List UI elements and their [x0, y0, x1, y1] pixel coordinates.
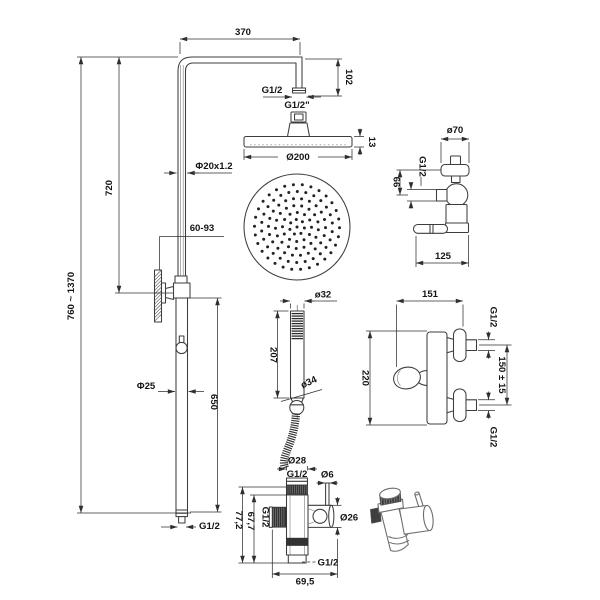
label-riser-pipe: Φ20x1.2 — [195, 161, 232, 172]
wall-section-hatch — [153, 269, 163, 323]
dim-diverter-top-diameter: Ø28 — [288, 456, 307, 467]
dim-diverter-side-diameter: Ø26 — [340, 513, 358, 524]
handshower-holder — [178, 335, 185, 344]
shower-mixer-side-view: 151 220 G1/2 150 ± 15 G1/2 — [360, 289, 512, 447]
dim-handshower-diameter: ø32 — [315, 290, 332, 301]
dim-handshower-length: 207 — [268, 347, 279, 363]
label-union-thread: G1/2 — [417, 156, 428, 177]
overhead-shower-side-view: G1/2" Ø200 13 — [243, 100, 377, 163]
label-diverter-top-thread: G1/2 — [287, 469, 308, 480]
mixer-handle — [393, 366, 421, 390]
label-arm-thread: G1/2 — [262, 85, 283, 96]
diverter-section-view: Ø28 G1/2 Ø6 Ø26 — [233, 456, 358, 588]
label-head-thread: G1/2" — [284, 100, 309, 111]
handshower-spray-face — [291, 312, 303, 340]
overhead-shower-face-view — [243, 173, 351, 281]
wall-union-side-view: ø70 G1/2 66 125 — [391, 125, 470, 267]
label-mixer-thread-top: G1/2 — [488, 307, 499, 328]
dim-total-height: 760 ~ 1370 — [66, 272, 77, 320]
dim-arm-drop: 102 — [343, 69, 354, 85]
spray-nozzle-dots — [253, 183, 341, 271]
label-bottom-thread: G1/2 — [199, 521, 220, 532]
diverter-3d-sketch — [370, 487, 434, 552]
dim-union-offset: 66 — [391, 177, 402, 188]
dim-union-depth: 125 — [435, 251, 452, 262]
dim-diverter-pin-diameter: Ø6 — [321, 470, 334, 481]
dim-top-width: 370 — [235, 27, 251, 38]
label-diverter-bottom-thread: G1/2 — [318, 558, 339, 569]
dim-diverter-height-outer: 77,2 — [233, 511, 244, 530]
dim-diverter-height-inner: 67,7 — [245, 512, 256, 531]
hand-shower: ø32 207 ø34 — [268, 290, 337, 470]
label-lower-pipe: Φ25 — [137, 381, 156, 392]
dim-mixer-height: 220 — [360, 370, 371, 386]
dim-head-diameter: Ø200 — [286, 152, 309, 163]
dim-diverter-width: 69,5 — [296, 577, 315, 588]
dim-head-thickness: 13 — [366, 137, 377, 148]
dim-union-flange: ø70 — [447, 125, 464, 136]
dim-upper-height: 720 — [104, 180, 115, 196]
label-diverter-left-thread: G1/2 — [260, 507, 271, 528]
shower-column — [153, 56, 307, 524]
dim-mixer-centers: 150 ± 15 — [496, 356, 507, 394]
dim-mixer-width: 151 — [422, 289, 439, 300]
dim-lower-height: 650 — [208, 394, 219, 410]
label-mixer-thread-bottom: G1/2 — [488, 427, 499, 448]
dim-bracket-range: 60-93 — [190, 223, 215, 234]
column-dimensions: 370 102 G1/2 720 760 ~ 1370 Φ20x1.2 60-9… — [66, 27, 354, 532]
